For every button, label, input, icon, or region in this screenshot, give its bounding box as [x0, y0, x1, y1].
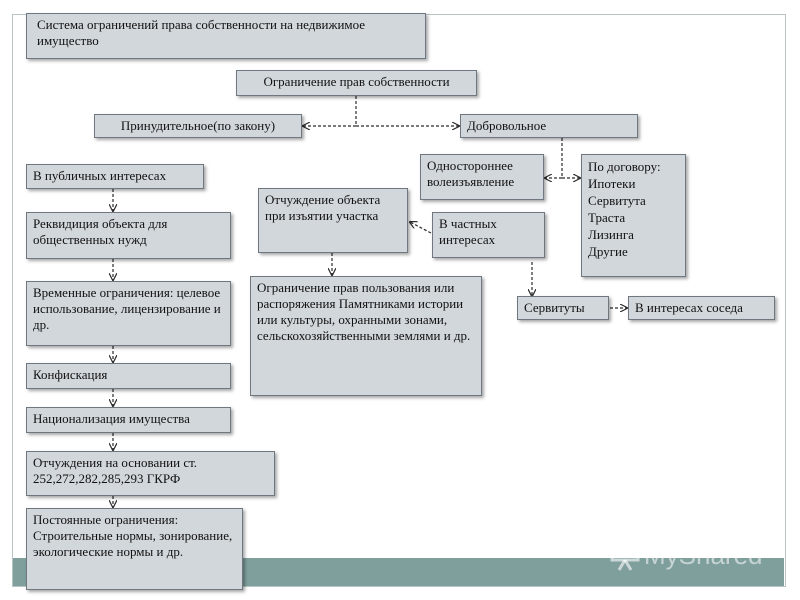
node-nationalization: Национализация имущества — [26, 407, 231, 433]
node-public-interest: В публичных интересах — [26, 164, 204, 189]
node-private-interest: В частных интересах — [432, 212, 545, 258]
node-root: Ограничение прав собственности — [236, 70, 477, 96]
node-alienation-seizure: Отчуждение объекта при изъятии участка — [258, 188, 408, 253]
node-requisition: Реквидиция объекта для общественных нужд — [26, 212, 231, 259]
node-servitudes: Сервитуты — [517, 296, 609, 320]
watermark-text: MyShared — [644, 540, 763, 570]
watermark: MyShared — [608, 534, 778, 574]
node-neighbor-interest: В интересах соседа — [628, 296, 775, 320]
node-alienation-articles: Отчуждения на основании ст. 252,272,282,… — [26, 451, 275, 496]
node-forced: Принудительное(по закону) — [94, 114, 302, 138]
presentation-logo-icon — [610, 538, 640, 571]
diagram-title: Система ограничений права собственности … — [26, 13, 426, 59]
node-by-contract: По договору: Ипотеки Сервитута Траста Ли… — [581, 154, 686, 277]
node-confiscation: Конфискация — [26, 363, 231, 389]
node-temporary: Временные ограничения: целевое использов… — [26, 281, 231, 346]
node-unilateral: Одностороннее волеизъявление — [420, 154, 544, 200]
connector-private-seizure — [410, 222, 432, 234]
node-voluntary: Добровольное — [460, 114, 638, 138]
node-permanent: Постоянные ограничения: Строительные нор… — [26, 508, 243, 590]
node-usage-restriction: Ограничение прав пользования или распоря… — [250, 276, 482, 396]
